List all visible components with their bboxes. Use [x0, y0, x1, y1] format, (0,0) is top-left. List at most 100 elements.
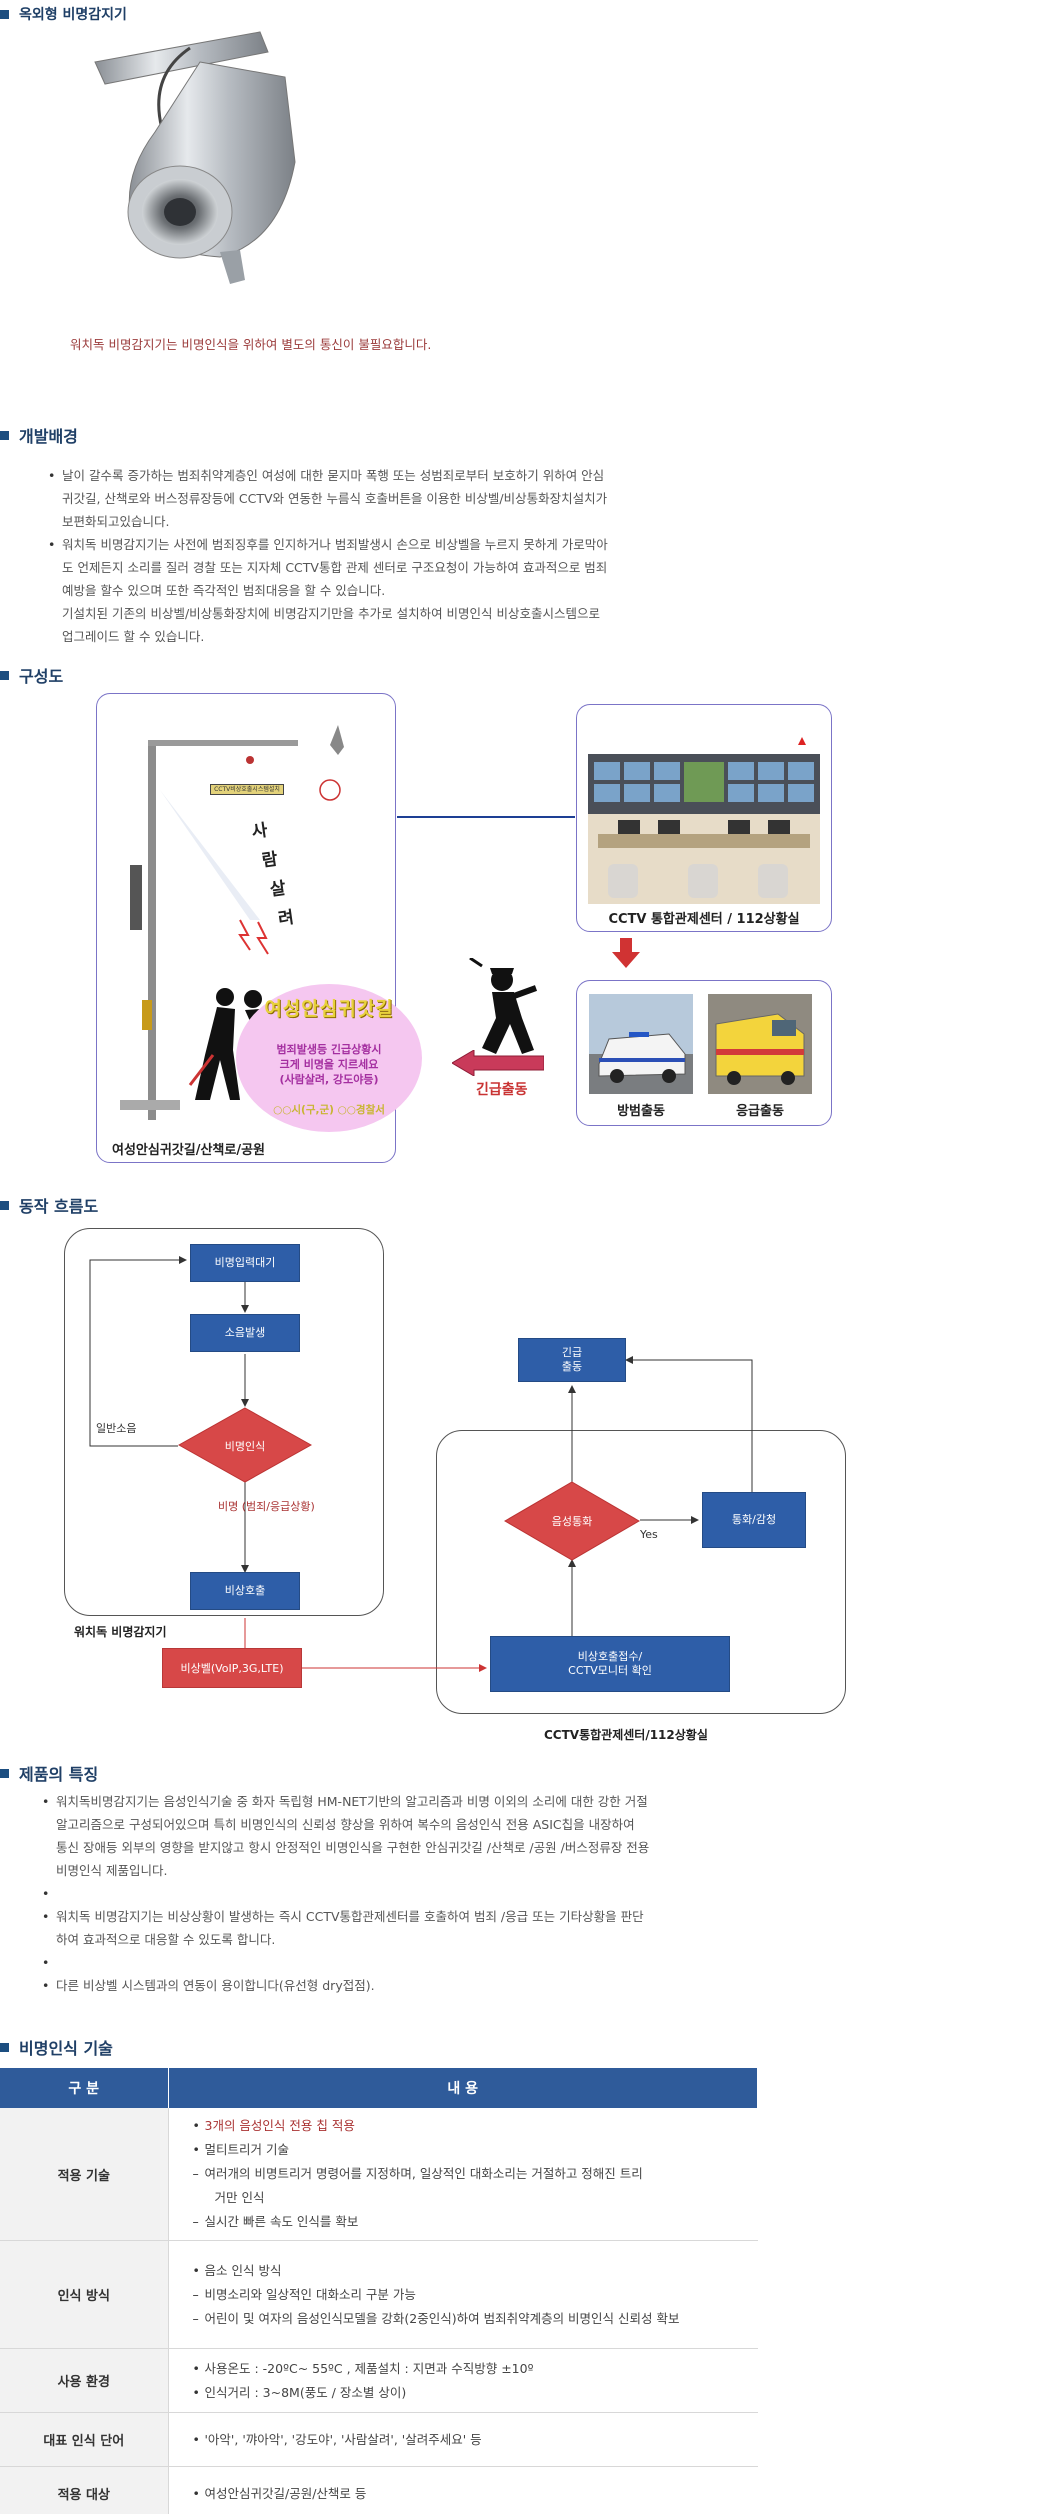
- flow-center-caption: CCTV통합관제센터/112상황실: [544, 1728, 708, 1742]
- table-header: 내 용: [168, 2068, 758, 2108]
- flow-connectors: [89, 1256, 753, 1672]
- flow-title: 동작 흐름도: [19, 1197, 99, 1216]
- cell-line: 인식거리 : 3~8M(풍도 / 장소별 상이): [193, 2381, 758, 2405]
- flow-recog-label: 비명인식: [224, 1440, 266, 1453]
- list-item: 도 언제든지 소리를 질러 경찰 또는 지자체 CCTV통합 관제 센터로 구조…: [62, 560, 608, 575]
- table-row: 사용 환경 사용온도 : -20ºC~ 55ºC , 제품설치 : 지면과 수직…: [0, 2348, 758, 2413]
- control-room-photo: [588, 754, 820, 904]
- safety-bubble: [236, 984, 422, 1132]
- list-item: 워치독비명감지기는 음성인식기술 중 화자 독립형 HM-NET기반의 알고리즘…: [42, 1790, 762, 1813]
- flow-scream-label: 비명 (범죄/응급상황): [218, 1500, 315, 1513]
- cell-line: 거만 인식: [214, 2190, 265, 2205]
- cell-line: 3개의 음성인식 전용 칩 적용: [193, 2114, 758, 2138]
- police-car-photo: [589, 994, 693, 1094]
- features-list: 워치독비명감지기는 음성인식기술 중 화자 독립형 HM-NET기반의 알고리즘…: [42, 1790, 762, 1997]
- pole-sign: CCTV비상호출시스템설치: [210, 784, 284, 795]
- structure-title: 구성도: [19, 667, 64, 686]
- tech-table: 구 분 내 용 적용 기술 3개의 음성인식 전용 칩 적용 멀티트리거 기술 …: [0, 2068, 758, 2514]
- list-item: 하여 효과적으로 대응할 수 있도록 합니다.: [56, 1932, 276, 1947]
- bubble-title: 여성안심귀갓길: [264, 998, 394, 1020]
- cell-line: '아악', '꺄아악', '강도야', '사람살려', '살려주세요' 등: [193, 2428, 758, 2452]
- table-row-label: 인식 방식: [0, 2240, 169, 2349]
- table-cell: 사용온도 : -20ºC~ 55ºC , 제품설치 : 지면과 수직방향 ±10…: [168, 2348, 758, 2413]
- table-cell: 음소 인식 방식 비명소리와 일상적인 대화소리 구분 가능 어린이 및 여자의…: [168, 2240, 758, 2349]
- outdoor-title: 옥외형 비명감지기: [19, 7, 127, 23]
- features-section-title: 제품의 특징: [0, 1761, 98, 1785]
- police-label: 방범출동: [617, 1104, 665, 1119]
- table-row-label: 적용 기술: [0, 2108, 169, 2241]
- street-pole-illustration: [120, 725, 344, 1120]
- features-title: 제품의 특징: [19, 1765, 99, 1784]
- list-item: 통신 장애등 외부의 영향을 받지않고 항시 안정적인 비명인식을 구현한 안심…: [56, 1840, 650, 1855]
- flow-section-title: 동작 흐름도: [0, 1193, 98, 1217]
- list-item: 워치독 비명감지기는 비상상황이 발생하는 즉시 CCTV통합관제센터를 호출하…: [42, 1905, 762, 1928]
- spacer: [42, 1951, 762, 1974]
- scream-detector-photo: [94, 31, 296, 284]
- flow-sound-box: 소음발생: [190, 1314, 300, 1352]
- flow-center-box: 비상호출접수/CCTV모니터 확인: [490, 1636, 730, 1692]
- flow-voice-label: 음성통화: [551, 1515, 593, 1528]
- flow-recog-diamond: [178, 1407, 312, 1483]
- cell-line: 어린이 및 여자의 음성인식모델을 강화(2중인식)하여 범죄취약계층의 비명인…: [193, 2307, 758, 2331]
- ambulance-label: 응급출동: [736, 1104, 784, 1119]
- flow-wait-box: 비명입력대기: [190, 1244, 300, 1282]
- list-item: 다른 비상벨 시스템과의 연동이 용이합니다(유선형 dry접점).: [42, 1974, 762, 1997]
- list-item: 알고리즘으로 구성되어있으며 특히 비명인식의 신뢰성 향상을 위하여 복수의 …: [56, 1817, 635, 1832]
- center-group-frame: [436, 1430, 846, 1714]
- list-item: 비명인식 제품입니다.: [56, 1863, 168, 1878]
- cell-line: 실시간 빠른 속도 인식를 확보: [193, 2210, 758, 2234]
- list-item: 업그레이드 할 수 있습니다.: [62, 629, 205, 644]
- flow-device-label: 워치독 비명감지기: [74, 1625, 167, 1639]
- table-row-label: 적용 대상: [0, 2466, 169, 2514]
- device-group-frame: [64, 1228, 384, 1616]
- table-row: 적용 기술 3개의 음성인식 전용 칩 적용 멀티트리거 기술 여러개의 비명트…: [0, 2108, 758, 2241]
- bubble-footer: ○○시(구,군) ○○경찰서: [273, 1104, 385, 1116]
- flow-talk-box: 통화/감청: [702, 1492, 806, 1548]
- police-officer-icon: [469, 958, 538, 1054]
- outdoor-caption: 워치독 비명감지기는 비명인식을 위하여 별도의 통신이 불필요합니다.: [70, 337, 432, 352]
- table-cell: 3개의 음성인식 전용 칩 적용 멀티트리거 기술 여러개의 비명트리거 명령어…: [168, 2108, 758, 2241]
- cell-line: 사용온도 : -20ºC~ 55ºC , 제품설치 : 지면과 수직방향 ±10…: [193, 2357, 758, 2381]
- section-marker: [0, 1200, 9, 1210]
- left-caption: 여성안심귀갓길/산책로/공원: [112, 1143, 266, 1158]
- flow-bell-box: 비상벨(VoIP,3G,LTE): [162, 1648, 302, 1688]
- section-marker: [0, 2042, 9, 2052]
- section-marker: [0, 670, 9, 680]
- cell-line: 비명소리와 일상적인 대화소리 구분 가능: [193, 2283, 758, 2307]
- flow-voice-diamond: [504, 1481, 640, 1561]
- list-item: 보편화되고있습니다.: [62, 514, 170, 529]
- list-item: 날이 갈수록 증가하는 범죄취약계층인 여성에 대한 묻지마 폭행 또는 성범죄…: [48, 464, 728, 487]
- dispatch-label: 긴급출동: [476, 1082, 528, 1098]
- left-arrow-icon: [452, 1050, 544, 1076]
- alarm-light-icon: [796, 732, 808, 745]
- section-marker: [0, 430, 9, 440]
- cell-line: 여성안심귀갓길/공원/산책로 등: [193, 2482, 758, 2506]
- background-title: 개발배경: [19, 427, 78, 446]
- cell-line: 멀티트리거 기술: [193, 2138, 758, 2162]
- table-cell: '아악', '꺄아악', '강도야', '사람살려', '살려주세요' 등: [168, 2412, 758, 2467]
- flow-yes-label: Yes: [640, 1528, 658, 1541]
- table-row: 적용 대상 여성안심귀갓길/공원/산책로 등: [0, 2466, 758, 2514]
- list-item: 예방을 할수 있으며 또한 즉각적인 범죄대응을 할 수 있습니다.: [62, 583, 386, 598]
- table-row-label: 사용 환경: [0, 2348, 169, 2413]
- tech-title: 비명인식 기술: [19, 2039, 113, 2058]
- table-cell: 여성안심귀갓길/공원/산책로 등: [168, 2466, 758, 2514]
- bubble-text: 범죄발생등 긴급상황시 크게 비명을 지르세요 (사람살려, 강도야등): [276, 1043, 382, 1086]
- list-item: 기설치된 기존의 비상벨/비상통화장치에 비명감지기만을 추가로 설치하여 비명…: [62, 606, 601, 621]
- list-item: 워치독 비명감지기는 사전에 범죄징후를 인지하거나 범죄발생시 손으로 비상벨…: [48, 533, 728, 556]
- table-row: 대표 인식 단어 '아악', '꺄아악', '강도야', '사람살려', '살려…: [0, 2412, 758, 2467]
- center-caption: CCTV 통합관제센터 / 112상황실: [608, 912, 800, 927]
- list-item: 귀갓길, 산책로와 버스정류장등에 CCTV와 연동한 누름식 호출버튼을 이용…: [62, 491, 608, 506]
- structure-section-title: 구성도: [0, 663, 63, 687]
- section-marker: [0, 9, 9, 19]
- connector-line: [397, 816, 575, 818]
- background-section-title: 개발배경: [0, 423, 78, 447]
- ccTV-box: [130, 865, 142, 930]
- cell-line: 여러개의 비명트리거 명령어를 지정하며, 일상적인 대화소리는 거절하고 정해…: [193, 2162, 758, 2186]
- cell-line: 음소 인식 방식: [193, 2259, 758, 2283]
- ambulance-photo: [708, 994, 812, 1094]
- table-header: 구 분: [0, 2068, 169, 2108]
- table-row-label: 대표 인식 단어: [0, 2412, 169, 2467]
- flow-normal-label: 일반소음: [96, 1422, 137, 1435]
- outdoor-section-title: 옥외형 비명감지기: [0, 4, 127, 24]
